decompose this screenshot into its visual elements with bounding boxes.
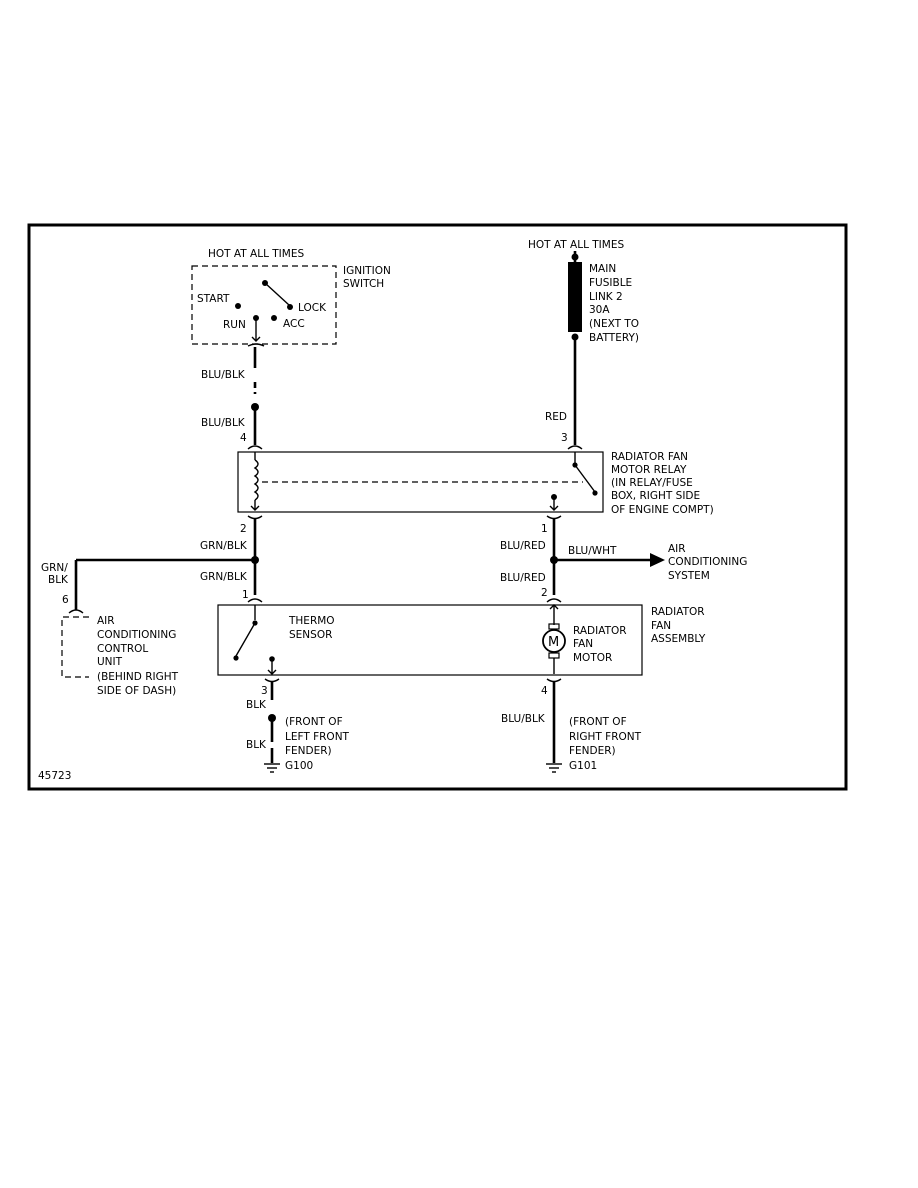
ac-unit-label-5: (BEHIND RIGHT bbox=[97, 671, 179, 683]
relay-pin-1: 1 bbox=[541, 523, 548, 535]
ac-control-unit-box bbox=[61, 616, 89, 678]
ac-unit-label-4: UNIT bbox=[97, 656, 123, 668]
thermo-sensor: THERMO SENSOR bbox=[233, 605, 335, 675]
ignition-switch: HOT AT ALL TIMES IGNITION SWITCH START L… bbox=[191, 248, 391, 347]
ac-system-arrow bbox=[650, 553, 665, 567]
ac-system-label-2: CONDITIONING bbox=[668, 556, 747, 568]
ground-right-line-3: FENDER) bbox=[569, 745, 616, 757]
fusible-line-1: MAIN bbox=[589, 263, 616, 275]
relay-pin-3: 3 bbox=[561, 432, 568, 444]
relay-label-4: BOX, RIGHT SIDE bbox=[611, 490, 700, 502]
ignition-pos-start: START bbox=[197, 293, 230, 305]
ac-system-label-1: AIR bbox=[668, 543, 686, 555]
wire-label-battery: RED bbox=[545, 411, 567, 423]
motor-label-3: MOTOR bbox=[573, 652, 612, 664]
ground-left-id: G100 bbox=[285, 760, 313, 772]
ground-g100: G100 (FRONT OF LEFT FRONT FENDER) bbox=[264, 716, 350, 773]
ignition-switch-box bbox=[191, 265, 337, 345]
motor-symbol-letter: M bbox=[548, 635, 559, 650]
ac-unit-label-2: CONDITIONING bbox=[97, 629, 176, 641]
fusible-hot-label: HOT AT ALL TIMES bbox=[528, 239, 624, 251]
relay-pin-4: 4 bbox=[240, 432, 247, 444]
wire-label-relay-out-right: BLU/RED bbox=[500, 540, 546, 552]
wire-label-gnd-left-lower: BLK bbox=[246, 739, 267, 751]
ignition-pos-acc: ACC bbox=[283, 318, 305, 330]
fusible-line-3: LINK 2 bbox=[589, 291, 623, 303]
fusible-link-body bbox=[568, 262, 582, 332]
ignition-pos-lock: LOCK bbox=[298, 302, 327, 314]
wire-label-to-fan-right: BLU/RED bbox=[500, 572, 546, 584]
fusible-line-2: FUSIBLE bbox=[589, 277, 632, 289]
ground-g101: G101 (FRONT OF RIGHT FRONT FENDER) bbox=[546, 716, 642, 773]
ac-unit-label-1: AIR bbox=[97, 615, 115, 627]
ground-left-line-3: FENDER) bbox=[285, 745, 332, 757]
wire-label-to-fan-left: GRN/BLK bbox=[200, 571, 248, 583]
thermo-label-2: SENSOR bbox=[289, 629, 332, 641]
wire-label-relay-out-left: GRN/BLK bbox=[200, 540, 248, 552]
ignition-switch-name-2: SWITCH bbox=[343, 278, 384, 290]
relay-pin-2: 2 bbox=[240, 523, 247, 535]
fan-assembly-label-2: FAN bbox=[651, 620, 671, 632]
relay-label-1: RADIATOR FAN bbox=[611, 451, 688, 463]
thermo-label-1: THERMO bbox=[288, 615, 335, 627]
main-fusible-link: HOT AT ALL TIMES MAIN FUSIBLE LINK 2 30A… bbox=[528, 239, 639, 344]
ac-unit-pin-6: 6 bbox=[62, 594, 69, 606]
ac-system-label-3: SYSTEM bbox=[668, 570, 710, 582]
relay-label-2: MOTOR RELAY bbox=[611, 464, 687, 476]
radiator-fan-assembly: RADIATOR FAN ASSEMBLY THERMO SENSOR M RA… bbox=[217, 604, 706, 676]
wire-label-gnd-left-upper: BLK bbox=[246, 699, 267, 711]
wire-label-ac-unit-1: GRN/ bbox=[41, 562, 68, 574]
wire-label-ac-branch: BLU/WHT bbox=[568, 545, 617, 557]
ac-unit-label-3: CONTROL bbox=[97, 643, 148, 655]
ac-unit-label-6: SIDE OF DASH) bbox=[97, 685, 176, 697]
fan-pin-3: 3 bbox=[261, 685, 268, 697]
radiator-fan-motor-relay: RADIATOR FAN MOTOR RELAY (IN RELAY/FUSE … bbox=[237, 451, 714, 516]
fan-pin-4: 4 bbox=[541, 685, 548, 697]
ac-control-unit: AIR CONDITIONING CONTROL UNIT (BEHIND RI… bbox=[61, 615, 179, 697]
wire-label-ign-lower: BLU/BLK bbox=[201, 417, 246, 429]
relay-label-3: (IN RELAY/FUSE bbox=[611, 477, 693, 489]
ground-right-line-2: RIGHT FRONT bbox=[569, 731, 642, 743]
fan-pin-1: 1 bbox=[242, 589, 249, 601]
wire-label-ign-upper: BLU/BLK bbox=[201, 369, 246, 381]
ignition-pos-run: RUN bbox=[223, 319, 246, 331]
relay-coil bbox=[253, 459, 259, 501]
fusible-line-6: BATTERY) bbox=[589, 332, 639, 344]
ignition-switch-name-1: IGNITION bbox=[343, 265, 391, 277]
fan-assembly-label-1: RADIATOR bbox=[651, 606, 705, 618]
motor-label-2: FAN bbox=[573, 638, 593, 650]
motor-symbol-circle bbox=[542, 629, 566, 653]
radiator-fan-motor: M RADIATOR FAN MOTOR bbox=[542, 604, 627, 674]
ground-right-line-1: (FRONT OF bbox=[569, 716, 627, 728]
fan-assembly-label-3: ASSEMBLY bbox=[651, 633, 706, 645]
fusible-line-5: (NEXT TO bbox=[589, 318, 639, 330]
wire-label-ac-unit-2: BLK bbox=[48, 574, 69, 586]
relay-label-5: OF ENGINE COMPT) bbox=[611, 504, 714, 516]
wire-label-gnd-right: BLU/BLK bbox=[501, 713, 546, 725]
fan-pin-2: 2 bbox=[541, 587, 548, 599]
ground-left-line-1: (FRONT OF bbox=[285, 716, 343, 728]
ground-right-id: G101 bbox=[569, 760, 597, 772]
figure-id: 45723 bbox=[38, 770, 71, 782]
ground-left-line-2: LEFT FRONT bbox=[285, 731, 350, 743]
ignition-hot-label: HOT AT ALL TIMES bbox=[208, 248, 304, 260]
relay-box bbox=[237, 451, 604, 513]
fusible-line-4: 30A bbox=[589, 304, 610, 316]
diagram-frame bbox=[27, 223, 848, 791]
fan-assembly-box bbox=[217, 604, 643, 676]
motor-label-1: RADIATOR bbox=[573, 625, 627, 637]
